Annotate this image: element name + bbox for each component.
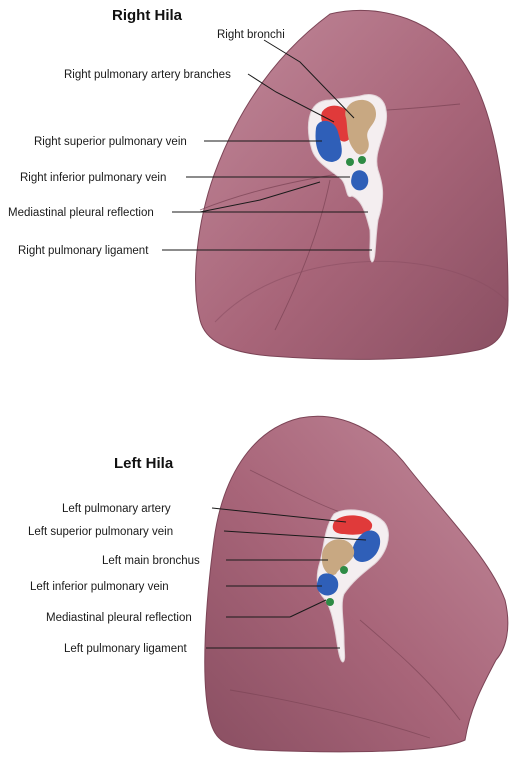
left-lung-fissure bbox=[229, 469, 461, 739]
right-superior-pulmonary-vein-shape bbox=[315, 120, 342, 162]
left-pulmonary-artery-shape bbox=[332, 515, 373, 535]
left-lymph-node-1 bbox=[340, 566, 348, 574]
right-lung-base-fold bbox=[214, 260, 507, 323]
left-superior-pulmonary-vein-shape bbox=[352, 530, 381, 563]
label-right-bronchi: Right bronchi bbox=[217, 29, 285, 41]
left-lymph-node-2 bbox=[326, 598, 334, 606]
label-right-pulmonary-ligament: Right pulmonary ligament bbox=[18, 245, 149, 257]
label-right-superior-pulmonary-vein: Right superior pulmonary vein bbox=[34, 136, 187, 148]
left-lung-surface bbox=[204, 415, 509, 753]
left-hila-title: Left Hila bbox=[114, 455, 174, 472]
right-inferior-pulmonary-vein-shape bbox=[351, 170, 369, 191]
label-mediastinal-pleural-reflection-left: Mediastinal pleural reflection bbox=[46, 612, 192, 624]
left-main-bronchus-shape bbox=[322, 539, 355, 576]
right-lymph-node-2 bbox=[358, 156, 366, 164]
label-left-pulmonary-ligament: Left pulmonary ligament bbox=[64, 643, 188, 655]
left-inferior-pulmonary-vein-shape bbox=[316, 573, 339, 596]
label-left-superior-pulmonary-vein: Left superior pulmonary vein bbox=[28, 526, 173, 538]
right-lung-illustration bbox=[195, 9, 509, 360]
label-right-inferior-pulmonary-vein: Right inferior pulmonary vein bbox=[20, 172, 166, 184]
right-lymph-node-1 bbox=[346, 158, 354, 166]
label-right-pulmonary-artery-branches: Right pulmonary artery branches bbox=[64, 69, 231, 81]
right-leader-lines bbox=[162, 39, 372, 251]
label-mediastinal-pleural-reflection-right: Mediastinal pleural reflection bbox=[8, 207, 154, 219]
right-hila-title: Right Hila bbox=[112, 7, 183, 24]
right-bronchi-shape bbox=[345, 99, 376, 155]
left-lung-illustration bbox=[204, 415, 509, 753]
label-left-pulmonary-artery: Left pulmonary artery bbox=[62, 503, 171, 515]
label-left-main-bronchus: Left main bronchus bbox=[102, 555, 200, 567]
right-pulmonary-artery-shape bbox=[321, 105, 354, 142]
label-left-inferior-pulmonary-vein: Left inferior pulmonary vein bbox=[30, 581, 169, 593]
left-leader-lines bbox=[206, 507, 367, 649]
